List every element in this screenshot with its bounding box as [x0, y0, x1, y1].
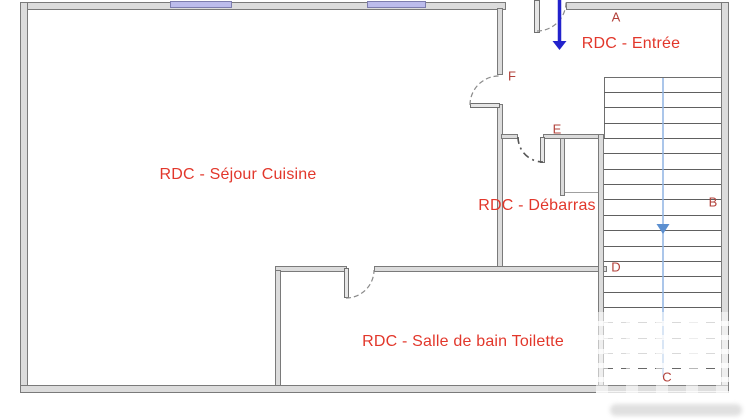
marker-e: E: [552, 121, 562, 137]
wall-sejour-entree-upper: [497, 8, 503, 75]
wall-bath-top-right: [374, 266, 607, 272]
door-arc-f: [469, 75, 500, 106]
door-arc-e: [517, 136, 544, 163]
wall-debarras-top-left: [501, 134, 518, 139]
window-icon: [170, 1, 232, 8]
stair-down-arrow-icon: [656, 224, 670, 234]
marker-a: A: [611, 9, 621, 25]
wall-debarras-top-right: [543, 134, 605, 139]
wall-closet-left: [560, 138, 565, 196]
wall-bath-left: [275, 270, 281, 386]
marker-c: C: [662, 369, 672, 385]
watermark-overlay: [596, 312, 738, 396]
marker-f: F: [508, 68, 516, 84]
entry-down-arrow-icon: [552, 41, 567, 50]
watermark-logo-blur: [610, 404, 742, 416]
door-arc-bath: [345, 269, 375, 299]
marker-d: D: [611, 259, 621, 275]
room-label-debarras: RDC - Débarras: [478, 197, 596, 214]
stair-left-edge: [604, 77, 605, 134]
room-label-salle-de-bain: RDC - Salle de bain Toilette: [362, 333, 564, 350]
window-icon: [367, 1, 426, 8]
room-label-entree: RDC - Entrée: [581, 35, 681, 52]
door-arc-entry: [536, 1, 567, 32]
door-leaf-f: [470, 103, 500, 108]
marker-b: B: [708, 194, 718, 210]
stair-top-edge: [604, 77, 721, 78]
door-leaf-entry: [534, 0, 540, 33]
closet-opening: [565, 192, 598, 193]
room-label-sejour: RDC - Séjour Cuisine: [159, 166, 317, 183]
